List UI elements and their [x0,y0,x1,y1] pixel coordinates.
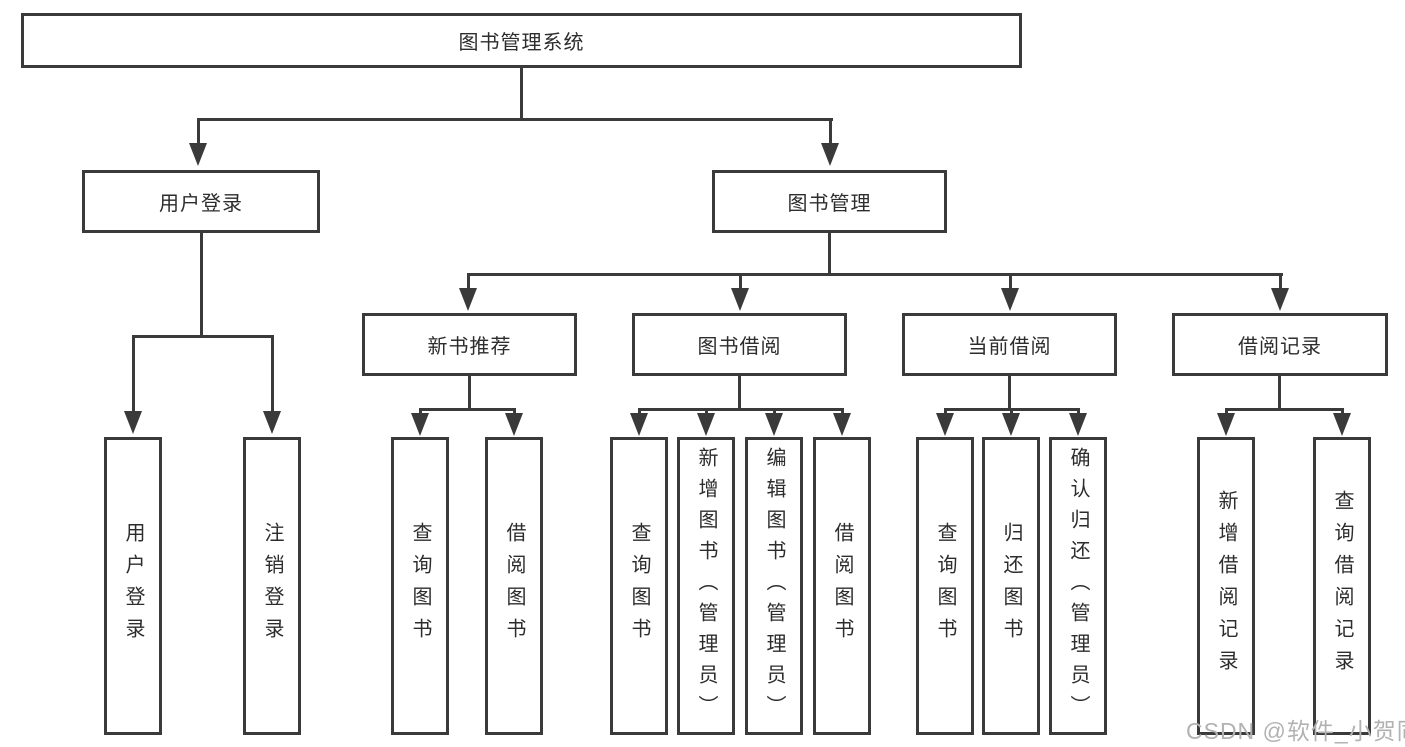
connector-leaf-drop [1341,408,1344,417]
connector-root-stem [520,66,523,118]
leaf-cb-query-books-label: 查询图书 [934,522,956,650]
node-book-borrow-label: 图书借阅 [697,336,782,358]
connector-leaf-drop [705,408,708,417]
leaf-br-add-record-label: 新增借阅记录 [1215,490,1237,682]
connector-leaf-drop [1077,408,1080,417]
connector-user-login-bus [132,335,274,338]
connector-book-borrow-bus [638,408,844,411]
connector-to-logout-leaf [271,335,274,414]
leaf-cb-confirm-return: 确认归还（管理员） [1049,437,1107,735]
leaf-user-login: 用户登录 [104,437,162,735]
arrow-down-icon [697,413,715,436]
node-library-system: 图书管理系统 [21,13,1022,68]
connector-to-book-borrow [739,273,742,292]
arrow-down-icon [936,413,954,436]
connector-borrow-records-bus [1225,408,1344,411]
leaf-bb-add-books-label: 新增图书（管理员） [695,446,717,726]
arrow-down-icon [411,413,429,436]
leaf-br-query-record-label: 查询借阅记录 [1331,490,1353,682]
connector-new-book-recommend-stem [468,374,471,408]
connector-to-book-management [829,118,832,147]
arrow-down-icon [833,413,851,436]
connector-user-login-stem [200,231,203,335]
connector-to-user-login-leaf [132,335,135,414]
leaf-cb-return-books: 归还图书 [982,437,1040,735]
leaf-nb-borrow-books: 借阅图书 [485,437,543,735]
arrow-down-icon [459,288,477,311]
arrow-down-icon [263,411,281,434]
connector-borrow-records-stem [1278,374,1281,408]
connector-current-borrow-stem [1008,374,1011,408]
leaf-logout-label: 注销登录 [261,522,283,650]
leaf-bb-borrow-books: 借阅图书 [813,437,871,735]
node-book-borrow: 图书借阅 [632,313,847,376]
arrow-down-icon [1271,288,1289,311]
arrow-down-icon [189,143,207,166]
node-user-login: 用户登录 [82,170,320,233]
connector-leaf-drop [638,408,641,417]
leaf-bb-query-books: 查询图书 [610,437,668,735]
leaf-br-add-record: 新增借阅记录 [1197,437,1255,735]
arrow-down-icon [765,413,783,436]
node-book-management-label: 图书管理 [787,193,872,215]
connector-book-management-bus [467,273,1283,276]
arrow-down-icon [124,411,142,434]
csdn-watermark: CSDN @软件_小贺同学 [1186,718,1405,744]
connector-leaf-drop [773,408,776,417]
leaf-nb-query-books-label: 查询图书 [409,522,431,650]
arrow-down-icon [731,288,749,311]
arrow-down-icon [1001,288,1019,311]
leaf-nb-borrow-books-label: 借阅图书 [503,522,525,650]
leaf-bb-edit-books: 编辑图书（管理员） [745,437,803,735]
node-new-book-recommend-label: 新书推荐 [427,336,512,358]
connector-to-user-login [197,118,200,147]
connector-leaf-drop [419,408,422,417]
arrow-down-icon [1217,413,1235,436]
node-current-borrow-label: 当前借阅 [967,336,1052,358]
connector-book-management-stem [828,231,831,273]
connector-to-borrow-records [1279,273,1282,292]
leaf-br-query-record: 查询借阅记录 [1313,437,1371,735]
connector-new-book-recommend-bus [419,408,516,411]
arrow-down-icon [1002,413,1020,436]
connector-to-new-book-recommend [467,273,470,292]
connector-book-borrow-stem [738,374,741,408]
arrow-down-icon [1333,413,1351,436]
leaf-cb-confirm-return-label: 确认归还（管理员） [1067,446,1089,726]
leaf-bb-borrow-books-label: 借阅图书 [831,522,853,650]
connector-leaf-drop [1010,408,1013,417]
node-borrow-records: 借阅记录 [1172,313,1388,376]
node-book-management: 图书管理 [712,170,947,233]
connector-leaf-drop [841,408,844,417]
leaf-bb-query-books-label: 查询图书 [628,522,650,650]
leaf-cb-return-books-label: 归还图书 [1000,522,1022,650]
node-library-system-label: 图书管理系统 [458,32,585,54]
connector-leaf-drop [944,408,947,417]
node-current-borrow: 当前借阅 [902,313,1117,376]
leaf-bb-edit-books-label: 编辑图书（管理员） [763,446,785,726]
connector-leaf-drop [1225,408,1228,417]
arrow-down-icon [1069,413,1087,436]
node-new-book-recommend: 新书推荐 [362,313,577,376]
leaf-user-login-label: 用户登录 [122,522,144,650]
leaf-nb-query-books: 查询图书 [391,437,449,735]
arrow-down-icon [630,413,648,436]
arrow-down-icon [821,143,839,166]
node-borrow-records-label: 借阅记录 [1238,336,1322,358]
leaf-logout: 注销登录 [243,437,301,735]
arrow-down-icon [505,413,523,436]
connector-leaf-drop [513,408,516,417]
leaf-bb-add-books: 新增图书（管理员） [677,437,735,735]
node-user-login-label: 用户登录 [159,193,243,215]
connector-root-bus [197,118,833,121]
leaf-cb-query-books: 查询图书 [916,437,974,735]
connector-to-current-borrow [1009,273,1012,292]
